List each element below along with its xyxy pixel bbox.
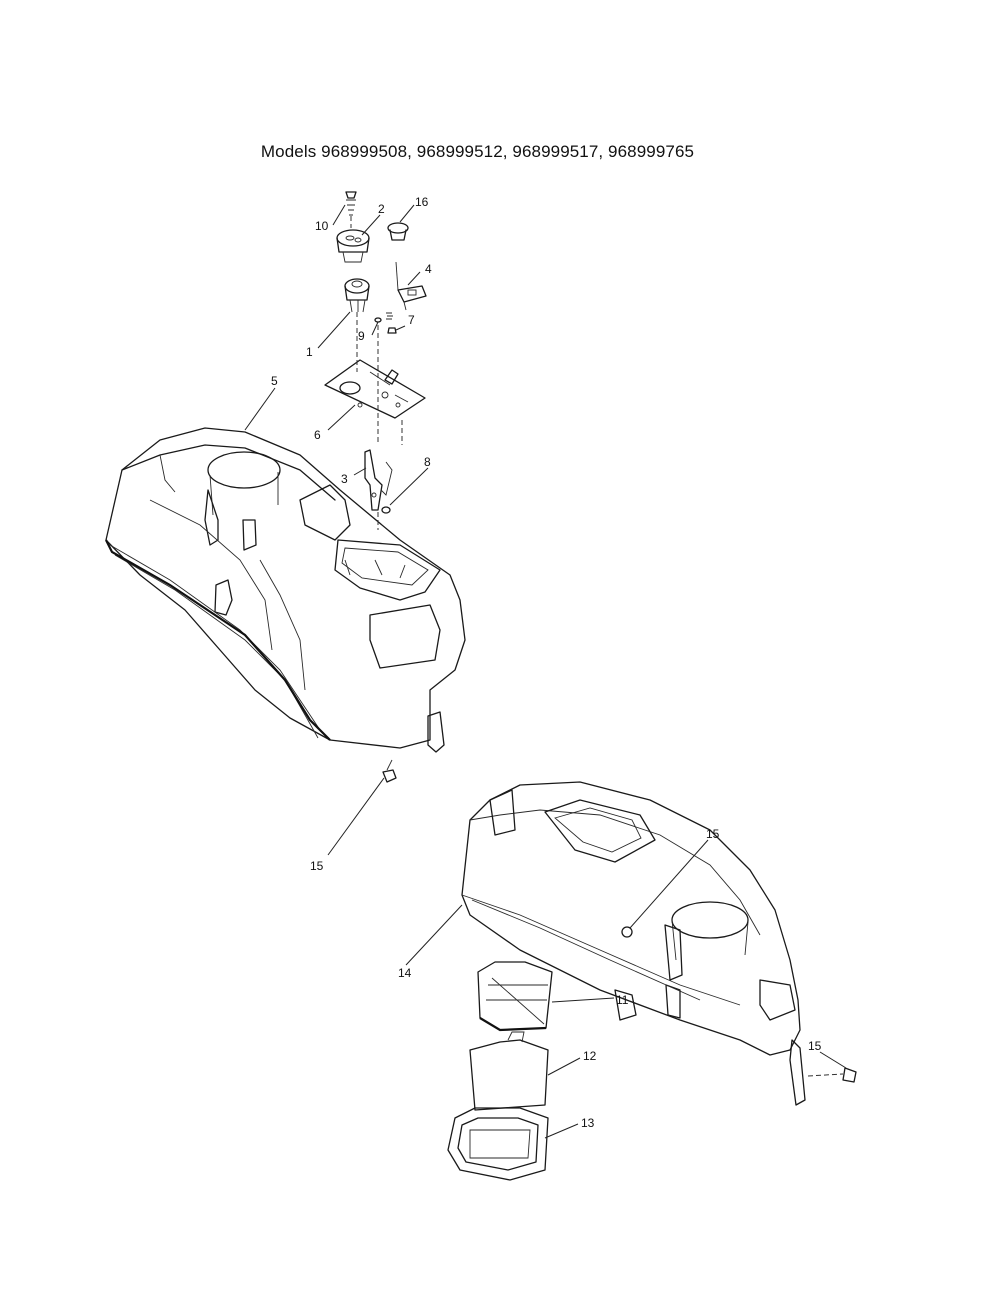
part-label-5: 5 [271,374,278,388]
leader-line-6 [327,404,356,431]
nut-part-9 [374,317,382,323]
part-label-2: 2 [378,202,385,216]
leader-line-7 [395,325,406,331]
leader-line-10 [332,204,346,226]
leader-line-8 [389,467,429,506]
cover-part-12 [469,1031,549,1111]
part-label-3: 3 [341,472,348,486]
rear-fender-part-14 [461,781,806,1106]
knob-part-16 [387,222,409,241]
switch-part-1 [344,278,370,313]
part-label-13: 13 [581,1116,595,1130]
part-label-6: 6 [314,428,321,442]
part-label-8: 8 [424,455,431,469]
fender-console-part-5 [105,427,466,753]
part-label-16: 16 [415,195,429,209]
nut-part-8 [381,506,391,514]
ignition-switch-part-2 [336,229,370,263]
leader-line-5 [244,387,276,431]
part-label-9: 9 [358,329,365,343]
part-label-15-mid: 15 [706,827,720,841]
leader-line-4 [407,271,421,286]
leader-line-11 [551,997,615,1003]
leader-line-14 [405,904,463,966]
leader-line-15-right [819,1051,847,1069]
linkage-part-3 [364,449,393,511]
part-label-11: 11 [616,993,629,1007]
part-label-12: 12 [583,1049,597,1063]
leader-line-1 [317,311,351,349]
part-label-15-upper: 15 [310,859,324,873]
leader-line-12 [547,1057,581,1076]
leader-line-9 [371,321,379,336]
leader-line-2 [361,214,381,236]
part-label-4: 4 [425,262,432,276]
page-title: Models 968999508, 968999512, 968999517, … [260,142,695,161]
part-label-10: 10 [315,219,329,233]
leader-line-3 [353,467,367,476]
nut-part-7 [386,312,397,334]
screw-part-10 [345,191,357,216]
lens-part-11 [477,961,553,1032]
leader-line-15-upper [327,777,385,856]
leader-line-16 [399,204,415,223]
gasket-part-13 [447,1107,549,1181]
part-label-7: 7 [408,313,415,327]
switch-part-4 [395,261,427,311]
leader-line-15-mid [629,839,709,929]
mounting-plate-part-6 [324,359,426,419]
bolt-part-15-right [807,1067,857,1083]
part-label-15-right: 15 [808,1039,822,1053]
bolt-part-15-upper [382,759,397,783]
part-label-1: 1 [306,345,313,359]
part-label-14: 14 [398,966,412,980]
leader-line-13 [544,1123,579,1139]
